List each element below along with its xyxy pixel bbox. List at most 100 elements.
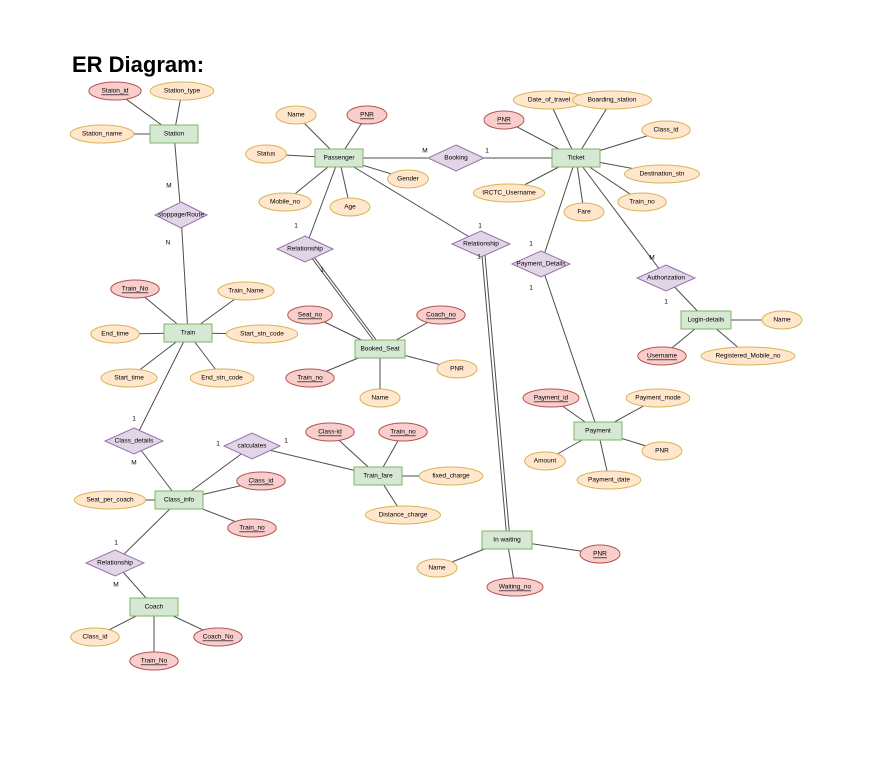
attribute-label: Train_Name (228, 288, 264, 295)
attribute-label: Payment_date (588, 477, 630, 484)
attribute-ellipse (563, 202, 605, 222)
relationship-diamond (635, 264, 697, 292)
attribute-ellipse (617, 192, 667, 212)
entity-box (551, 148, 601, 168)
relationship-authorization: Authorization (635, 264, 697, 292)
attribute-label: PNR (450, 366, 464, 373)
attribute-pay-pnr: PNR (641, 441, 683, 461)
attribute-ellipse (576, 470, 642, 490)
attribute-ellipse (641, 441, 683, 461)
entity-label: Passenger (323, 155, 355, 162)
entity-box (573, 421, 623, 441)
relationship-diamond (153, 201, 209, 229)
attribute-label: PNR (593, 551, 607, 558)
attribute-tr-start-code: Start_stn_code (225, 324, 299, 344)
attribute-label: End_stn_code (201, 375, 243, 382)
cardinality-pd-1a: 1 (529, 241, 533, 248)
entity-box (163, 323, 213, 343)
relationship-calculates: calculates (222, 432, 282, 460)
relationship-connector (304, 157, 340, 250)
attribute-label: Start_time (114, 375, 144, 382)
relationship-label: Relationship (463, 241, 499, 248)
attribute-ellipse (227, 518, 277, 538)
attribute-ellipse (287, 305, 333, 325)
cardinality-auth-1: 1 (664, 299, 668, 306)
key-attribute-p-pnr: PNR (346, 105, 388, 125)
attribute-ellipse (189, 368, 255, 388)
entity-coach: Coach (129, 597, 179, 617)
cardinality-route-train-n: N (166, 240, 171, 247)
entity-ticket: Ticket (551, 148, 601, 168)
attribute-ellipse (378, 422, 428, 442)
entity-label: In waiting (493, 537, 521, 544)
key-attribute-tr-no: Train_No (110, 279, 160, 299)
attribute-label: Payment_id (534, 395, 569, 402)
attribute-ellipse (579, 544, 621, 564)
relationship-label: Booking (444, 155, 468, 162)
attribute-p-mobile: Mobile_no (258, 192, 312, 212)
attribute-label: PNR (497, 117, 511, 124)
entity-box (481, 530, 533, 550)
attribute-connector (548, 99, 577, 159)
relationship-connector (133, 332, 189, 442)
attribute-label: Fare (577, 209, 591, 216)
entity-box (149, 124, 199, 144)
entity-box (354, 339, 406, 359)
relationship-diamond (426, 144, 486, 172)
relationship-rel-class-coach: Relationship (84, 549, 146, 577)
attribute-label: Gender (397, 176, 420, 183)
key-attribute-bs-coach: Coach_no (416, 305, 466, 325)
cardinality-cc-m: M (113, 582, 118, 589)
attribute-ellipse (761, 310, 803, 330)
attribute-ellipse (70, 627, 120, 647)
attribute-c-class: Class_id (70, 627, 120, 647)
attribute-label: Name (287, 112, 305, 119)
page-title: ER Diagram: (72, 52, 205, 77)
attribute-ellipse (359, 388, 401, 408)
cardinality-calc-1a: 1 (216, 441, 220, 448)
relationship-label: calculates (238, 443, 268, 450)
attribute-label: Seat_per_coach (86, 497, 134, 504)
attribute-label: Date_of_travel (528, 97, 571, 104)
key-attribute-bs-train: Train_no (285, 368, 335, 388)
relationship-connector (307, 248, 384, 350)
attribute-label: Start_stn_code (240, 331, 284, 338)
attribute-ellipse (522, 388, 580, 408)
attribute-label: Train_no (297, 375, 323, 382)
attribute-ellipse (236, 471, 286, 491)
attribute-ellipse (483, 110, 525, 130)
key-attribute-ld-user: Username (637, 346, 687, 366)
attribute-station-name: Station_name (69, 124, 135, 144)
entity-label: Ticket (567, 155, 584, 162)
attribute-label: Coach_No (203, 634, 234, 641)
attribute-label: Name (371, 395, 389, 402)
attribute-tr-end-time: End_time (90, 324, 140, 344)
entity-box (314, 148, 364, 168)
relationship-connector (338, 157, 482, 245)
entity-in-waiting: In waiting (481, 530, 533, 550)
relationship-stoppage-route: stoppage/Route (153, 201, 209, 229)
attribute-label: Train_No (141, 658, 168, 665)
entity-train-fare: Train_fare (353, 466, 403, 486)
entity-label: Station (164, 131, 185, 138)
attribute-ellipse (624, 164, 700, 184)
cardinality-calc-1b: 1 (284, 438, 288, 445)
attribute-label: Username (647, 353, 677, 360)
entity-box (154, 490, 204, 510)
attribute-p-age: Age (329, 197, 371, 217)
attribute-tr-end-code: End_stn_code (189, 368, 255, 388)
attribute-label: Name (773, 317, 791, 324)
attribute-label: Payment_mode (635, 395, 681, 402)
attribute-ellipse (69, 124, 135, 144)
attribute-label: Registered_Mobile_no (715, 353, 780, 360)
attribute-label: Train_no (239, 525, 265, 532)
attribute-ellipse (416, 558, 458, 578)
attribute-label: Seat_no (298, 312, 323, 319)
attribute-ellipse (346, 105, 388, 125)
attribute-ellipse (225, 324, 299, 344)
attribute-label: Station_type (164, 88, 201, 95)
attribute-tf-distance: Distance_charge (365, 505, 441, 525)
attribute-label: PNR (655, 448, 669, 455)
entity-booked-seat: Booked_Seat (354, 339, 406, 359)
